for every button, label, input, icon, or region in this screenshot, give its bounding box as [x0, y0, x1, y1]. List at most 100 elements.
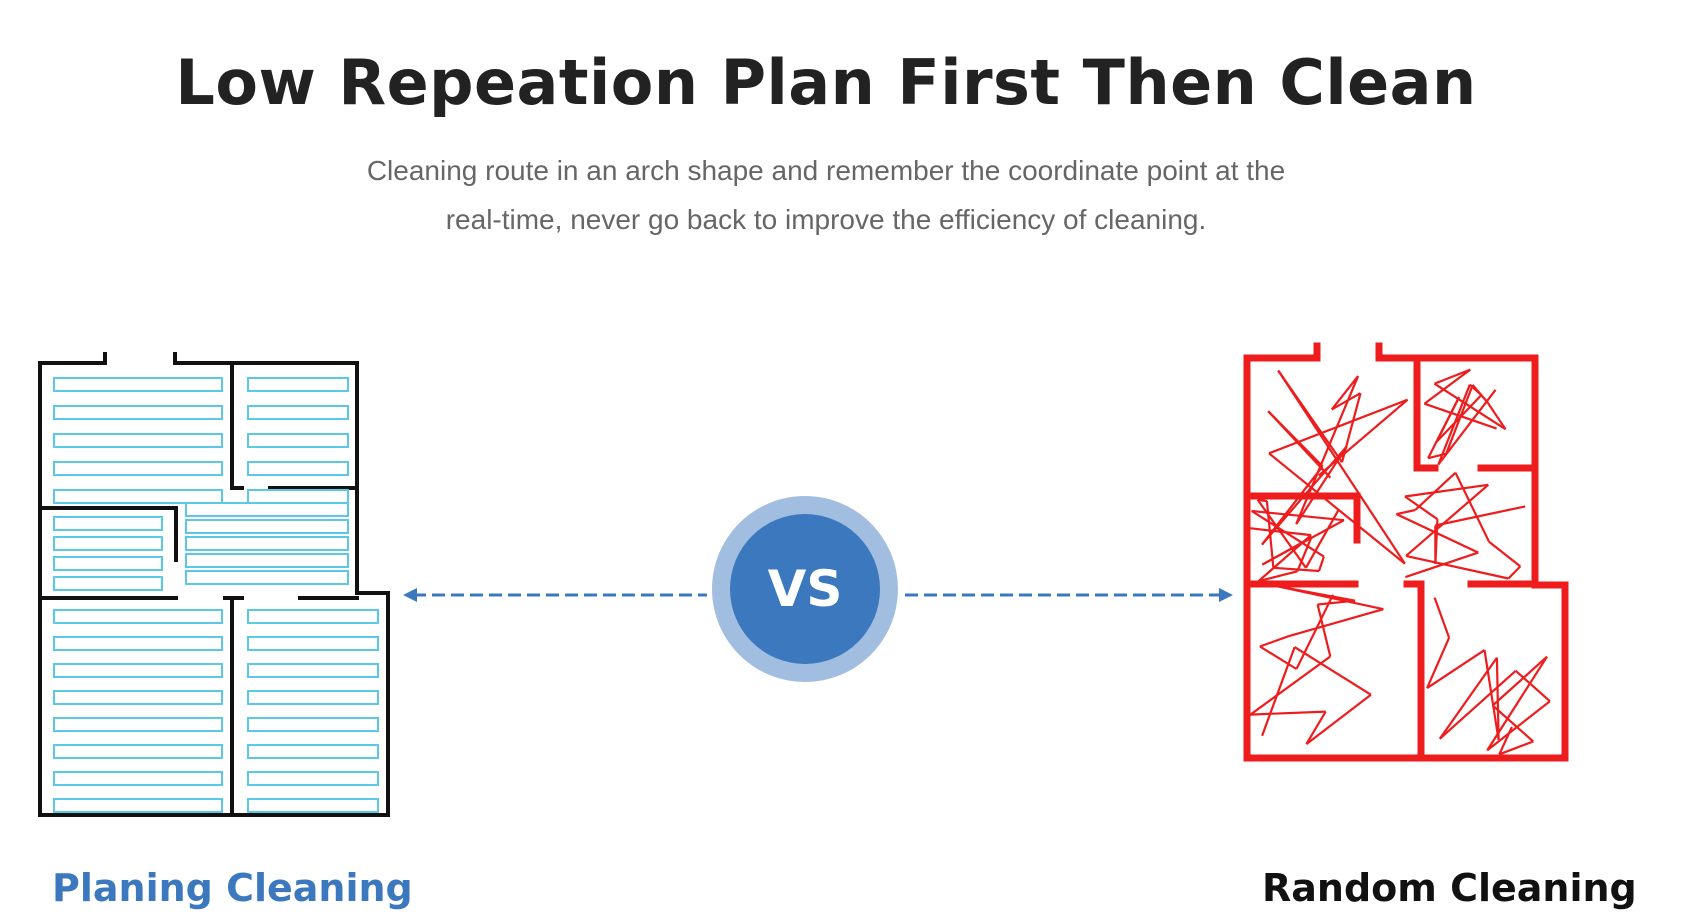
random-path-line [1488, 540, 1521, 568]
cleaning-lane [247, 717, 379, 732]
cleaning-lane [247, 405, 349, 420]
random-path-line [1486, 700, 1551, 752]
random-path-line [1434, 368, 1471, 385]
random-path-line [1265, 500, 1275, 568]
cleaning-lane [53, 609, 223, 624]
random-path-line [1498, 726, 1513, 755]
cleaning-lane [185, 519, 349, 534]
planing-cleaning-caption: Planing Cleaning [52, 866, 413, 910]
cleaning-lane [247, 636, 379, 651]
floorplan-planned-route-icon [38, 352, 390, 817]
random-path-line [1433, 597, 1451, 639]
random-path-line [1498, 740, 1534, 756]
vs-badge: VS [712, 496, 898, 682]
cleaning-lane [53, 717, 223, 732]
random-path-line [1507, 565, 1522, 580]
random-path-line [1514, 669, 1551, 703]
subtitle-line-2: real-time, never go back to improve the … [445, 204, 1207, 235]
random-path-line [1486, 401, 1507, 430]
random-path-line [1268, 398, 1408, 455]
random-path-line [1305, 693, 1372, 745]
cleaning-lane [53, 798, 223, 813]
random-path-line [1426, 637, 1451, 689]
random-path-line [1340, 392, 1362, 463]
cleaning-lane [53, 744, 223, 759]
random-path-line [1404, 495, 1439, 521]
random-path-line [1258, 570, 1298, 583]
random-path-line [1427, 396, 1461, 459]
random-path-line [1405, 483, 1490, 557]
random-cleaning-caption: Random Cleaning [1262, 866, 1637, 910]
cleaning-lane [247, 377, 349, 392]
vs-label: VS [730, 514, 880, 664]
cleaning-lane [53, 663, 223, 678]
page-subtitle: Cleaning route in an arch shape and reme… [0, 146, 1652, 244]
random-path-line [1495, 657, 1500, 741]
random-path-line [1434, 519, 1439, 564]
random-path-line [1405, 554, 1509, 580]
double-dashed-arrow-icon [403, 588, 1233, 602]
random-path-line [1277, 369, 1406, 565]
random-path-line [1404, 483, 1489, 498]
cleaning-lane [247, 461, 349, 476]
random-path-line [1287, 608, 1384, 638]
cleaning-lane [53, 556, 163, 571]
random-path-line [1483, 649, 1500, 741]
cleaning-lane [185, 570, 349, 585]
cleaning-lane [247, 609, 379, 624]
cleaning-lane [53, 461, 223, 476]
cleaning-lane [185, 553, 349, 568]
random-path-line [1471, 384, 1489, 404]
random-path-line [1261, 646, 1296, 737]
random-path-line [1267, 410, 1324, 468]
random-path-line [1276, 585, 1356, 602]
random-path-line [1317, 398, 1409, 477]
cleaning-lane [247, 690, 379, 705]
random-path-line [1273, 566, 1320, 573]
random-path-line [1433, 382, 1507, 431]
random-path-line [1396, 508, 1416, 516]
random-path-line [1426, 649, 1486, 690]
random-path-line [1423, 368, 1471, 405]
cleaning-lane [247, 489, 349, 504]
random-path-line [1427, 452, 1447, 460]
random-path-line [1317, 599, 1356, 606]
random-path-line [1257, 498, 1268, 503]
random-path-line [1316, 604, 1332, 657]
random-path-line [1486, 656, 1548, 751]
random-path-line [1259, 645, 1298, 670]
cleaning-lane [247, 433, 349, 448]
random-path-line [1250, 710, 1326, 716]
random-path-line [1414, 471, 1457, 511]
cleaning-lane [53, 489, 223, 504]
random-path-line [1317, 556, 1325, 572]
random-path-line [1268, 452, 1406, 565]
random-path-line [1331, 392, 1362, 411]
random-path-line [1304, 509, 1340, 569]
random-path-line [1296, 536, 1313, 572]
cleaning-lane [53, 536, 163, 551]
cleaning-lane [53, 690, 223, 705]
cleaning-lane [53, 636, 223, 651]
random-path-line [1294, 646, 1372, 696]
cleaning-lane [53, 377, 223, 392]
random-path-line [1330, 375, 1359, 411]
cleaning-lane [53, 576, 163, 591]
random-path-line [1491, 704, 1534, 743]
page-title: Low Repeation Plan First Then Clean [175, 46, 1477, 119]
random-path-line [1491, 655, 1548, 707]
random-path-line [1249, 655, 1331, 716]
random-path-line [1251, 510, 1325, 558]
random-path-line [1405, 551, 1479, 579]
cleaning-lane [185, 536, 349, 551]
random-path-line [1256, 499, 1307, 569]
cleaning-lane [53, 771, 223, 786]
random-path-line [1295, 594, 1334, 670]
cleaning-lane [247, 798, 379, 813]
random-path-line [1305, 711, 1327, 745]
random-path-line [1439, 669, 1517, 740]
random-path-line [1395, 513, 1479, 554]
cleaning-lane [247, 771, 379, 786]
cleaning-lane [247, 663, 379, 678]
floorplan-random-route-icon [1243, 342, 1569, 762]
